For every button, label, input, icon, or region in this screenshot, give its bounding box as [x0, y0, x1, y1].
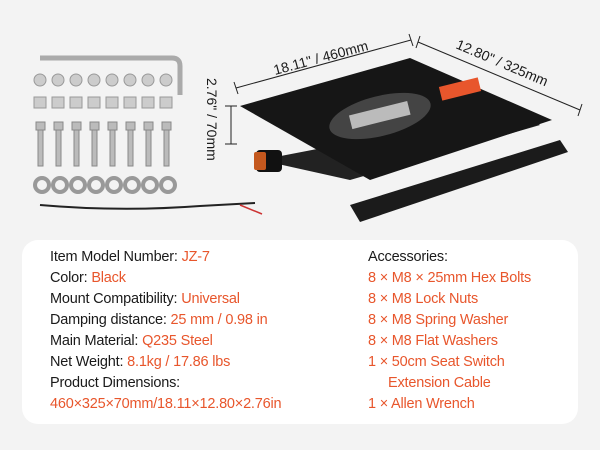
accessory-item: 1 × 50cm Seat Switch: [368, 354, 505, 370]
spec-mount: Mount Compatibility: Universal: [50, 291, 240, 307]
specifications-list: Item Model Number: JZ-7 Color: Black Mou…: [50, 247, 282, 415]
spec-dimensions-value: 460×325×70mm/18.11×12.80×2.76in: [50, 396, 282, 412]
accessory-item: 8 × M8 Flat Washers: [368, 333, 498, 349]
accessory-item: 1 × Allen Wrench: [368, 396, 475, 412]
extension-cable-icon: [39, 202, 256, 210]
accessories-list: Accessories: 8 × M8 × 25mm Hex Bolts 8 ×…: [368, 247, 531, 415]
length-dimension-label: 18.11" / 460mm: [272, 37, 370, 78]
spec-color: Color: Black: [50, 270, 126, 286]
seat-suspension-image: [240, 58, 568, 222]
spec-dimensions-label: Product Dimensions:: [50, 375, 180, 391]
dimension-lines: [225, 33, 583, 145]
spec-card: Item Model Number: JZ-7 Color: Black Mou…: [22, 240, 578, 424]
accessory-item: 8 × M8 × 25mm Hex Bolts: [368, 270, 532, 286]
height-dimension-label: 2.76" / 70mm: [204, 78, 220, 161]
allen-wrench-icon: [40, 55, 183, 95]
spec-damping: Damping distance: 25 mm / 0.98 in: [50, 312, 268, 328]
spec-weight: Net Weight: 8.1kg / 17.86 lbs: [50, 354, 231, 370]
hardware-kit-image: [33, 55, 263, 215]
accessory-item-continuation: Extension Cable: [388, 375, 491, 391]
accessories-title: Accessories:: [368, 249, 448, 265]
accessory-item: 8 × M8 Lock Nuts: [368, 291, 479, 307]
product-illustration: 18.11" / 460mm 12.80" / 325mm 2.76" / 70…: [33, 33, 583, 222]
accessory-item: 8 × M8 Spring Washer: [368, 312, 509, 328]
spec-model: Item Model Number: JZ-7: [50, 249, 210, 265]
spec-material: Main Material: Q235 Steel: [50, 333, 213, 349]
